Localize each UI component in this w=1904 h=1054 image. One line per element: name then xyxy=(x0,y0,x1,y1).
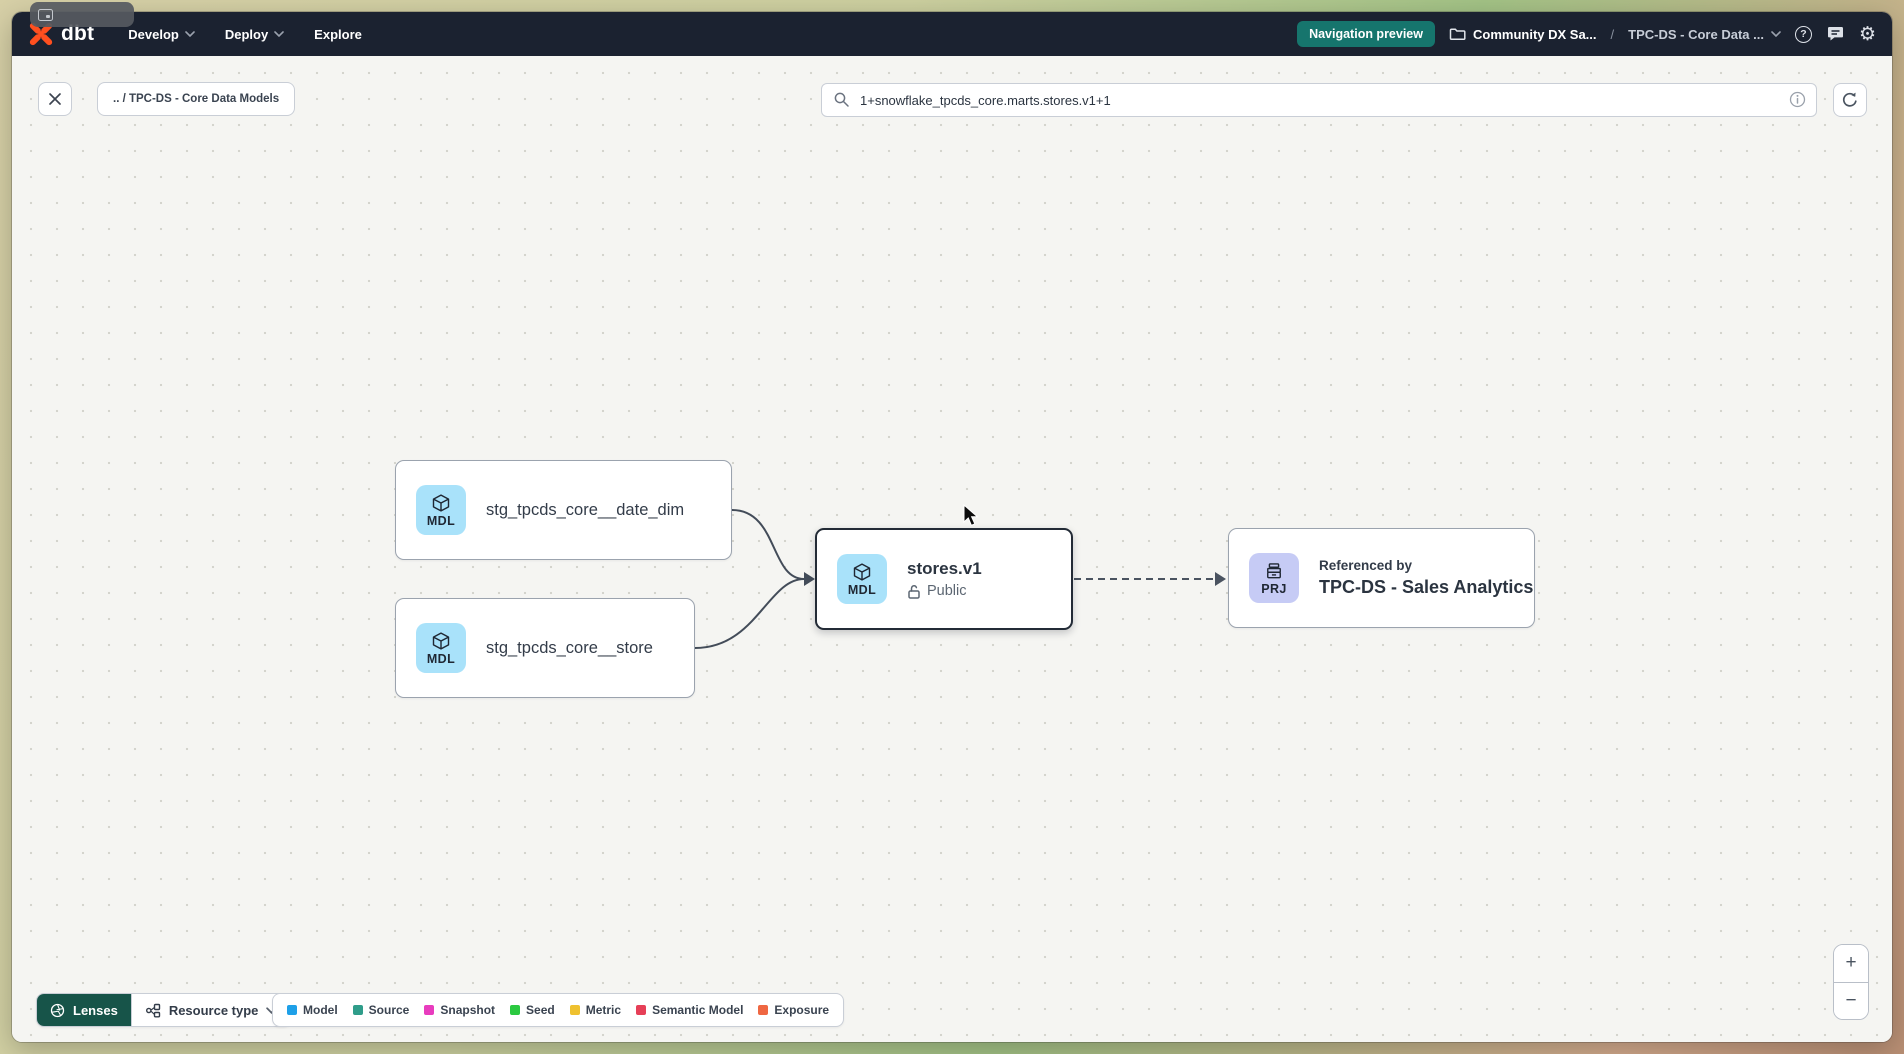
edge-arrowhead xyxy=(804,572,815,586)
lineage-canvas[interactable]: MDL stg_tpcds_core__date_dim MDL stg_tpc… xyxy=(12,56,1892,1042)
navigation-preview-badge[interactable]: Navigation preview xyxy=(1297,21,1435,47)
legend-item: Exposure xyxy=(758,1003,829,1017)
legend-swatch xyxy=(758,1005,769,1015)
node-label: stg_tpcds_core__date_dim xyxy=(486,500,685,519)
legend-item: Seed xyxy=(510,1003,555,1017)
model-badge: MDL xyxy=(416,485,466,535)
search-icon xyxy=(834,92,849,107)
help-icon[interactable]: ? xyxy=(1794,25,1812,43)
chevron-down-icon xyxy=(1771,31,1781,37)
legend-item: Model xyxy=(287,1003,338,1017)
feedback-icon[interactable] xyxy=(1826,25,1845,43)
mouse-cursor xyxy=(963,504,979,526)
legend-item: Source xyxy=(352,1003,409,1017)
top-navbar: dbt Develop Deploy Explore Navigation pr… xyxy=(12,12,1892,56)
resource-type-legend: Model Source Snapshot Seed Metric Semantic Mo… xyxy=(272,993,845,1027)
lenses-aperture-icon xyxy=(50,1003,65,1017)
primary-nav: Develop Deploy Explore xyxy=(128,27,362,42)
zoom-out-button[interactable]: − xyxy=(1834,982,1868,1019)
window-overlay-tab xyxy=(30,2,134,27)
lenses-label: Lenses xyxy=(73,1002,118,1018)
node-stores-v1[interactable]: MDL stores.v1 Public xyxy=(815,528,1073,630)
chevron-down-icon xyxy=(185,31,195,37)
close-icon xyxy=(49,93,61,105)
folder-icon xyxy=(1449,28,1466,41)
node-access: Public xyxy=(907,583,982,599)
model-badge: MDL xyxy=(416,623,466,673)
resource-type-label: Resource type xyxy=(168,1002,259,1018)
legend-swatch xyxy=(569,1005,580,1015)
close-lineage-button[interactable] xyxy=(38,82,72,116)
model-badge: MDL xyxy=(837,554,887,604)
lineage-breadcrumb-chip[interactable]: .. / TPC-DS - Core Data Models xyxy=(97,82,296,116)
archive-stack-icon xyxy=(1267,562,1281,578)
legend-swatch xyxy=(510,1005,521,1015)
legend-swatch xyxy=(352,1005,363,1015)
badge-code: MDL xyxy=(426,513,456,528)
app-window: dbt Develop Deploy Explore Navigation pr… xyxy=(12,12,1892,1042)
zoom-in-button[interactable]: + xyxy=(1834,945,1868,983)
navbar-right-cluster: Navigation preview Community DX Sa... / … xyxy=(1297,21,1876,47)
legend-item: Semantic Model xyxy=(636,1003,743,1017)
search-input[interactable] xyxy=(821,83,1817,117)
info-icon[interactable] xyxy=(1789,91,1806,108)
node-title: TPC-DS - Sales Analytics xyxy=(1319,577,1534,597)
breadcrumb-separator: / xyxy=(1610,26,1615,42)
resource-graph-icon xyxy=(145,1003,161,1018)
unlock-icon xyxy=(908,584,920,599)
zoom-controls: + − xyxy=(1833,944,1869,1020)
cube-icon xyxy=(432,631,450,650)
resource-type-dropdown[interactable]: Resource type xyxy=(130,994,291,1026)
account-breadcrumb[interactable]: Community DX Sa... xyxy=(1449,26,1597,42)
window-icon xyxy=(38,8,53,21)
project-breadcrumb[interactable]: TPC-DS - Core Data ... xyxy=(1628,27,1781,42)
legend-swatch xyxy=(424,1005,435,1015)
node-subtitle: Referenced by xyxy=(1319,558,1413,573)
lenses-control: Lenses Resource type xyxy=(36,993,292,1027)
legend-swatch xyxy=(287,1005,297,1015)
node-title: stores.v1 xyxy=(907,559,982,578)
cube-icon xyxy=(432,493,450,512)
refresh-lineage-button[interactable] xyxy=(1833,83,1867,117)
project-badge: PRJ xyxy=(1249,553,1299,603)
legend-swatch xyxy=(636,1005,647,1015)
nav-item-develop[interactable]: Develop xyxy=(128,27,195,42)
legend-item: Metric xyxy=(569,1003,621,1017)
node-stg-tpcds-core-date-dim[interactable]: MDL stg_tpcds_core__date_dim xyxy=(395,460,732,560)
nav-item-explore[interactable]: Explore xyxy=(314,26,362,42)
badge-code: PRJ xyxy=(1261,581,1287,596)
lineage-search xyxy=(821,83,1817,117)
lenses-button[interactable]: Lenses xyxy=(37,994,131,1026)
cube-icon xyxy=(853,562,871,581)
settings-gear-icon[interactable]: ⚙ xyxy=(1858,23,1876,45)
legend-item: Snapshot xyxy=(424,1003,495,1017)
badge-code: MDL xyxy=(847,582,877,597)
node-stg-tpcds-core-store[interactable]: MDL stg_tpcds_core__store xyxy=(395,598,695,698)
node-label: stg_tpcds_core__store xyxy=(486,638,653,657)
dbt-logo-text: dbt xyxy=(61,22,95,45)
nav-item-deploy[interactable]: Deploy xyxy=(225,27,284,42)
badge-code: MDL xyxy=(426,651,456,666)
edge-arrowhead xyxy=(1215,572,1226,586)
node-referenced-by-project[interactable]: PRJ Referenced by TPC-DS - Sales Analyti… xyxy=(1228,528,1535,628)
chevron-down-icon xyxy=(274,31,284,37)
refresh-icon xyxy=(1842,92,1857,107)
